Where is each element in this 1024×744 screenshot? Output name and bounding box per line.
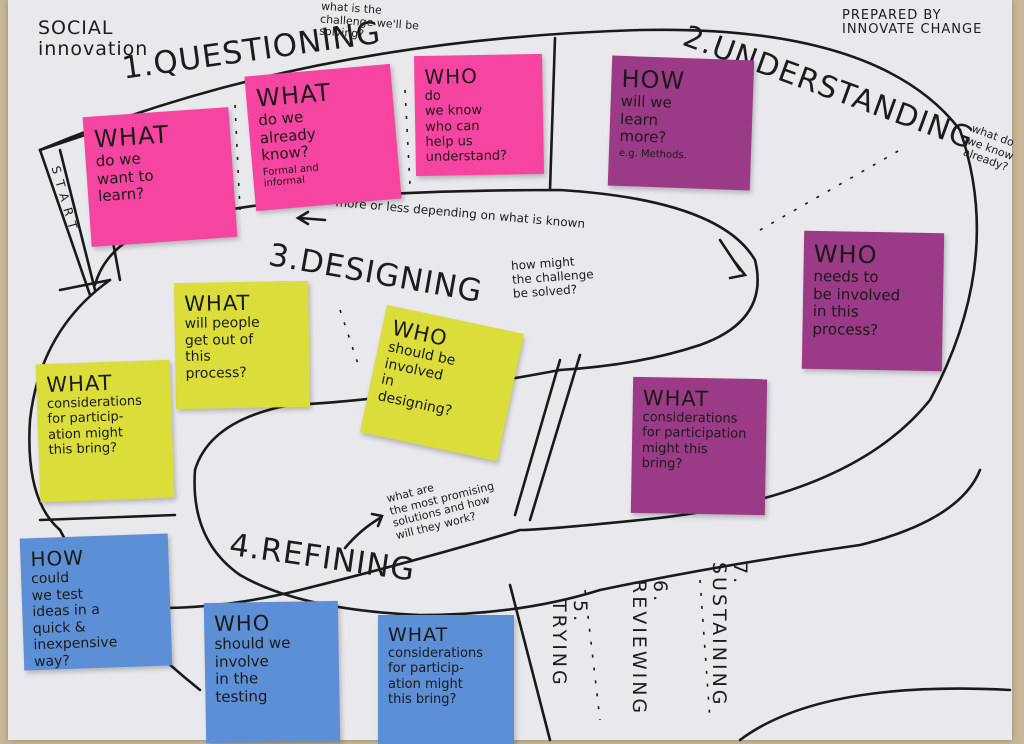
credit-prepared-by: PREPARED BY INNOVATE CHANGE	[842, 8, 983, 38]
stage-trying-title: 5. TRYING	[547, 600, 591, 688]
note-what-considerations-designing: WHAT considerations for particip- ation …	[35, 359, 175, 503]
note-what-want-to-learn: WHAT do we want to learn?	[82, 107, 238, 247]
note-what-people-get-out: WHAT will people get out of this process…	[173, 280, 311, 410]
stage-sustaining-title: 7. SUSTAINING	[707, 562, 751, 708]
prompt-challenge: what is the challenge we'll be solving?	[318, 0, 420, 41]
note-what-considerations-understanding: WHAT considerations for participation mi…	[630, 376, 768, 516]
note-what-considerations-refining: WHAT considerations for particip- ation …	[378, 615, 514, 744]
prompt-how-solved: how might the challenge be solved?	[510, 254, 595, 301]
note-how-test-ideas: HOW could we test ideas in a quick & ine…	[19, 533, 173, 671]
note-who-can-help: WHO do we know who can help us understan…	[413, 53, 545, 177]
note-what-already-know: WHAT do we already know? Formal and info…	[244, 63, 402, 212]
stage-reviewing-title: 6. REVIEWING	[627, 580, 671, 717]
note-how-learn-more: HOW will we learn more? e.g. Methods.	[607, 55, 755, 191]
note-who-needs-involved: WHO needs to be involved in this process…	[801, 230, 945, 372]
note-who-involve-testing: WHO should we involve in the testing	[203, 600, 341, 744]
title-social-innovation: SOCIAL innovation	[38, 17, 149, 60]
